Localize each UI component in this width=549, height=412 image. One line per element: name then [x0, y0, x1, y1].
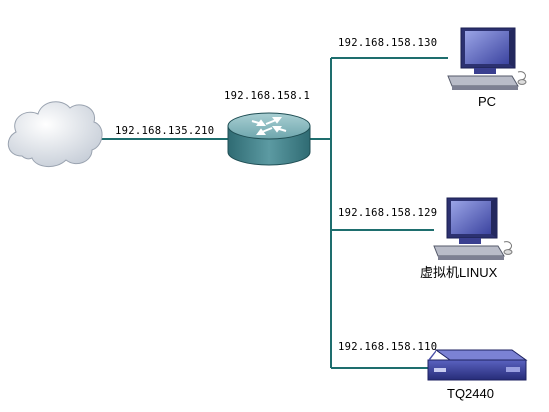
wan-ip-label: 192.168.135.210	[115, 125, 214, 137]
vm-name-label: 虚拟机LINUX	[420, 265, 498, 280]
board-name-label: TQ2440	[447, 386, 494, 401]
vm-workstation-icon	[433, 197, 513, 260]
board-ip-label: 192.168.158.110	[338, 341, 437, 353]
pc-ip-label: 192.168.158.130	[338, 37, 437, 49]
router-icon	[227, 112, 311, 166]
cloud-icon	[7, 101, 103, 167]
pc-workstation-icon	[447, 27, 527, 90]
vm-ip-label: 192.168.158.129	[338, 207, 437, 219]
pc-name-label: PC	[478, 94, 496, 109]
embedded-board-icon	[427, 349, 528, 381]
links	[98, 57, 448, 369]
router-ip-label: 192.168.158.1	[224, 90, 310, 102]
